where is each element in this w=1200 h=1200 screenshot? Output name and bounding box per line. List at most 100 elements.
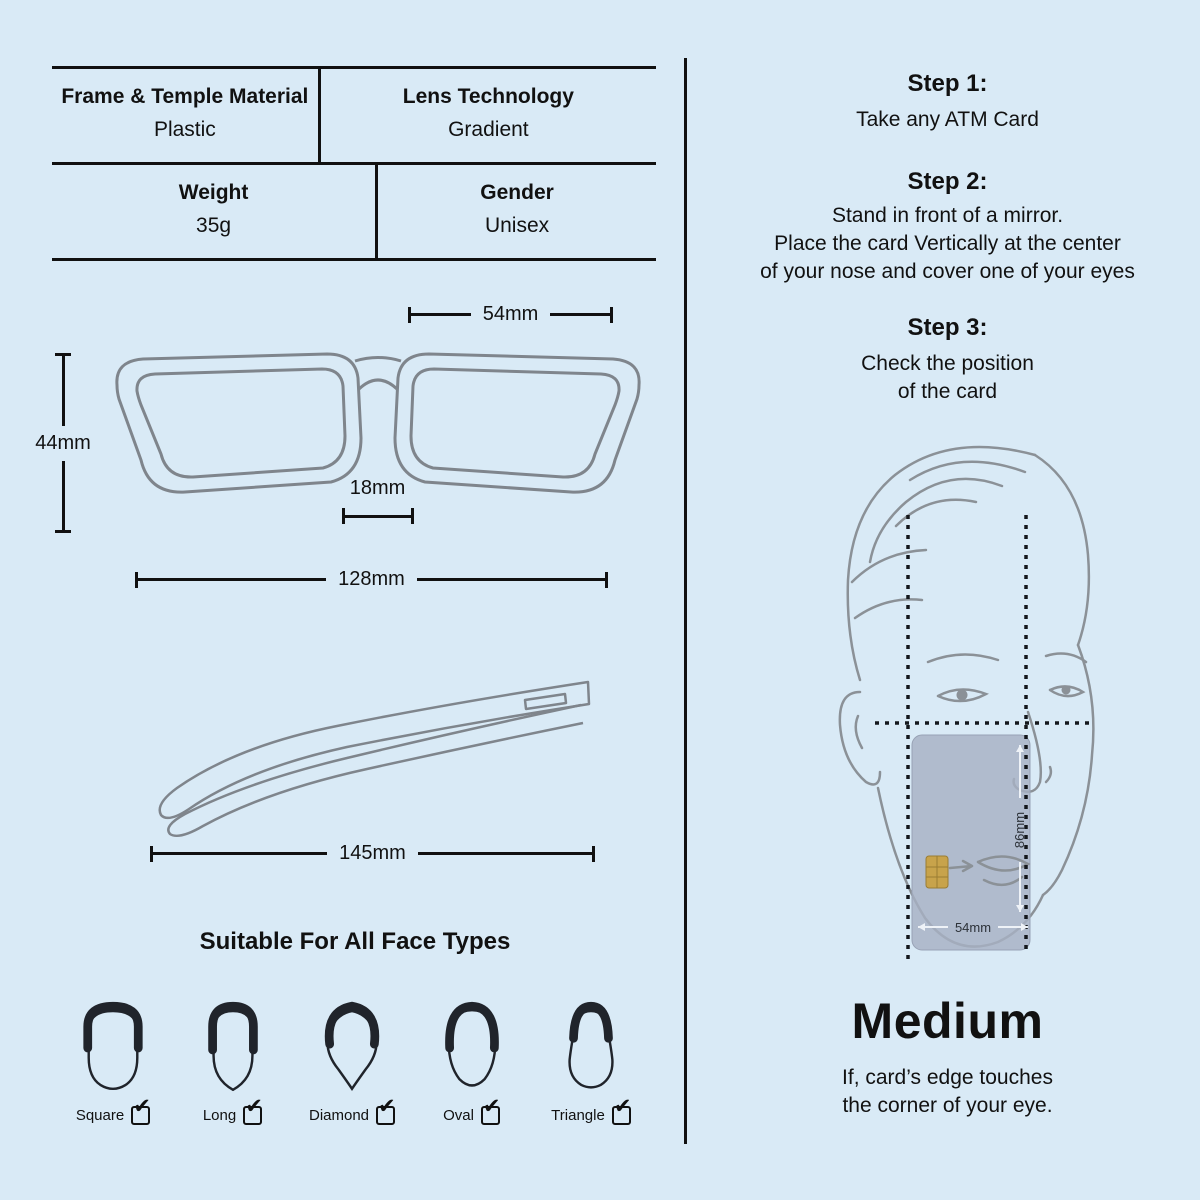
dim-line-row bbox=[341, 508, 414, 524]
card-width-label: 54mm bbox=[955, 920, 991, 935]
temple-logo-plate bbox=[523, 692, 568, 711]
spec-label: Frame & Temple Material bbox=[61, 85, 309, 108]
card-width-dim: 54mm bbox=[918, 920, 1028, 935]
dim-tick bbox=[605, 571, 609, 588]
dim-line bbox=[550, 313, 611, 316]
spec-value: Plastic bbox=[153, 118, 216, 141]
dim-line bbox=[61, 356, 65, 426]
dim-line bbox=[411, 313, 471, 316]
spec-label: Lens Technology bbox=[402, 85, 574, 108]
face-type-oval: Oval ✔ bbox=[417, 998, 527, 1125]
lens-height-label: 44mm bbox=[35, 431, 91, 454]
check-icon: ✔ bbox=[613, 1094, 632, 1118]
dim-line bbox=[344, 514, 411, 518]
dim-frame-width: 128mm bbox=[135, 568, 609, 591]
glasses-frame bbox=[115, 352, 641, 494]
temple-arm-diagram bbox=[158, 680, 591, 837]
checkbox-long: ✔ bbox=[243, 1096, 263, 1125]
triangle-face-icon bbox=[568, 1001, 614, 1089]
dim-tick bbox=[150, 845, 153, 862]
eyebrow-sketch bbox=[1044, 652, 1088, 664]
result-line: If, card’s edge touches bbox=[842, 1066, 1053, 1089]
dim-line bbox=[153, 852, 328, 855]
face-label-row: Long ✔ bbox=[202, 1096, 263, 1125]
lens-width-label: 54mm bbox=[482, 303, 539, 325]
dim-tick bbox=[410, 508, 414, 524]
spec-row: Frame & Temple Material Plastic Lens Tec… bbox=[52, 66, 656, 162]
eye-sketch bbox=[936, 688, 989, 703]
frame-width-label: 128mm bbox=[338, 568, 405, 590]
dim-tick bbox=[610, 306, 614, 323]
atm-card bbox=[911, 734, 1031, 951]
step3-text: Check the position of the card bbox=[695, 350, 1200, 406]
face-type-square: Square ✔ bbox=[58, 998, 168, 1125]
step2-title: Step 2: bbox=[907, 168, 988, 195]
step1-text: Take any ATM Card bbox=[856, 108, 1039, 131]
temple-length-label: 145mm bbox=[339, 842, 406, 864]
step3-line: Check the position bbox=[861, 352, 1034, 375]
dim-temple-length: 145mm bbox=[150, 842, 596, 865]
face-type-long: Long ✔ bbox=[178, 998, 288, 1125]
step2-line: Stand in front of a mirror. bbox=[831, 204, 1064, 227]
checkbox-diamond: ✔ bbox=[376, 1096, 396, 1125]
bridge-nose-cutout bbox=[357, 378, 399, 391]
spec-value: Unisex bbox=[484, 214, 550, 237]
face-type-label: Triangle bbox=[551, 1107, 605, 1124]
face-card-illustration: 86mm 54mm bbox=[838, 445, 1095, 960]
face-type-triangle: Triangle ✔ bbox=[536, 998, 646, 1125]
dim-tick bbox=[592, 845, 596, 862]
dim-lens-height: 44mm bbox=[35, 353, 91, 533]
alignment-dotted-lines bbox=[875, 515, 1090, 960]
dim-line bbox=[417, 852, 593, 855]
face-label-row: Triangle ✔ bbox=[551, 1096, 631, 1125]
result-line: the corner of your eye. bbox=[842, 1094, 1053, 1117]
face-types-title: Suitable For All Face Types bbox=[199, 928, 511, 955]
temple-arms bbox=[158, 680, 591, 837]
square-face-icon bbox=[83, 1001, 143, 1091]
check-icon: ✔ bbox=[378, 1094, 396, 1118]
card-height-label: 86mm bbox=[1012, 812, 1027, 848]
bridge-width-label: 18mm bbox=[349, 477, 406, 499]
checkbox-oval: ✔ bbox=[480, 1096, 501, 1125]
face-label-row: Square ✔ bbox=[75, 1096, 151, 1125]
face-type-label: Long bbox=[202, 1107, 237, 1124]
spec-table: Frame & Temple Material Plastic Lens Tec… bbox=[52, 66, 656, 261]
oval-face-icon bbox=[444, 1001, 499, 1087]
spec-value: Gradient bbox=[448, 118, 529, 141]
spec-row: Weight 35g Gender Unisex bbox=[52, 162, 656, 258]
dim-tick bbox=[408, 306, 411, 323]
face-type-label: Diamond bbox=[308, 1107, 370, 1124]
dim-line bbox=[61, 460, 65, 530]
vertical-divider bbox=[684, 58, 687, 1144]
step2-text: Stand in front of a mirror. Place the ca… bbox=[695, 202, 1200, 286]
dim-lens-width: 54mm bbox=[408, 303, 614, 326]
diamond-face-icon bbox=[324, 1001, 380, 1091]
spec-cell-lens-technology: Lens Technology Gradient bbox=[317, 69, 656, 162]
iris-sketch bbox=[956, 689, 968, 701]
dim-line bbox=[138, 578, 327, 581]
lips-arrow bbox=[948, 859, 974, 873]
step2-line: Place the card Vertically at the center bbox=[774, 232, 1121, 255]
size-result: Medium bbox=[851, 993, 1044, 1049]
face-types-row: Square ✔ Long ✔ Diamond ✔ bbox=[58, 998, 646, 1125]
spec-value: 35g bbox=[196, 214, 232, 237]
step2-line: of your nose and cover one of your eyes bbox=[760, 260, 1135, 283]
check-icon: ✔ bbox=[245, 1094, 263, 1118]
checkbox-triangle: ✔ bbox=[611, 1096, 631, 1125]
dim-tick bbox=[135, 571, 138, 588]
face-type-label: Square bbox=[75, 1107, 125, 1124]
checkbox-square: ✔ bbox=[131, 1096, 151, 1125]
eyebrow-sketch bbox=[926, 653, 1000, 664]
check-icon: ✔ bbox=[482, 1094, 501, 1118]
glasses-front-diagram bbox=[115, 352, 641, 494]
size-result-caption: If, card’s edge touches the corner of yo… bbox=[695, 1064, 1200, 1120]
dim-bridge-width: 18mm bbox=[330, 477, 425, 524]
step3-title: Step 3: bbox=[907, 314, 988, 341]
dim-tick bbox=[341, 508, 345, 524]
bridge-top bbox=[354, 356, 402, 363]
card-chip bbox=[925, 855, 949, 889]
spec-cell-gender: Gender Unisex bbox=[375, 165, 656, 258]
long-face-icon bbox=[207, 1001, 258, 1092]
dim-tick bbox=[55, 353, 71, 356]
